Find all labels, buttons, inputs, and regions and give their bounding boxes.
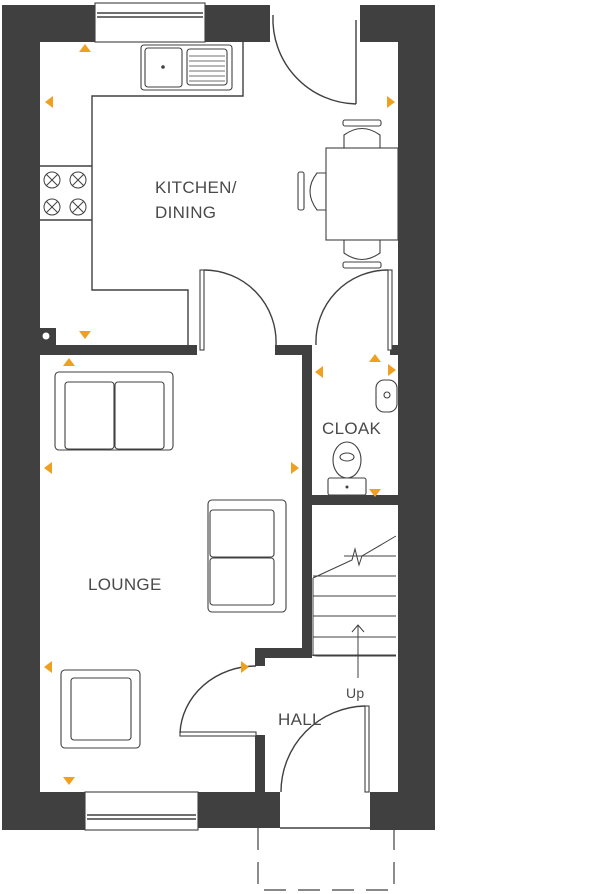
room-label-hall: HALL <box>278 710 322 729</box>
cloak-door[interactable] <box>315 269 393 351</box>
interior-walls <box>40 328 398 795</box>
room-label-dining: DINING <box>155 203 216 222</box>
kitchen-worktop <box>40 42 244 345</box>
staircase[interactable] <box>303 535 397 678</box>
sofa-2 <box>207 499 287 613</box>
sink-icon <box>140 44 233 91</box>
hob-icon <box>43 171 87 216</box>
marker-icon <box>387 96 395 108</box>
basin-icon <box>375 379 398 413</box>
room-label-cloak: CLOAK <box>322 419 381 438</box>
marker-icon <box>291 462 299 474</box>
stairs-up-label: Up <box>346 685 365 701</box>
room-label-lounge: LOUNGE <box>88 575 162 594</box>
marker-icon <box>388 364 396 376</box>
dimension-markers <box>44 44 396 785</box>
marker-icon <box>241 661 249 673</box>
marker-icon <box>63 777 75 785</box>
kitchen-door[interactable] <box>199 269 277 351</box>
marker-icon <box>369 354 381 362</box>
marker-icon <box>45 96 53 108</box>
marker-icon <box>79 331 91 339</box>
marker-icon <box>63 358 75 366</box>
sofa <box>54 371 174 451</box>
porch-outline <box>257 828 395 891</box>
lounge-door[interactable] <box>179 665 257 737</box>
armchair <box>60 669 141 749</box>
marker-icon <box>369 489 381 497</box>
marker-icon <box>315 366 323 378</box>
window-kitchen <box>94 2 206 43</box>
front-door[interactable] <box>280 705 370 829</box>
marker-icon <box>79 44 91 52</box>
marker-icon <box>44 462 52 474</box>
marker-icon <box>44 661 52 673</box>
toilet-icon <box>327 441 367 496</box>
back-door[interactable] <box>272 14 357 105</box>
window-lounge <box>84 791 199 831</box>
outer-walls <box>2 5 435 830</box>
dining-table <box>297 119 399 269</box>
room-label-kitchen: KITCHEN/ <box>155 178 237 197</box>
